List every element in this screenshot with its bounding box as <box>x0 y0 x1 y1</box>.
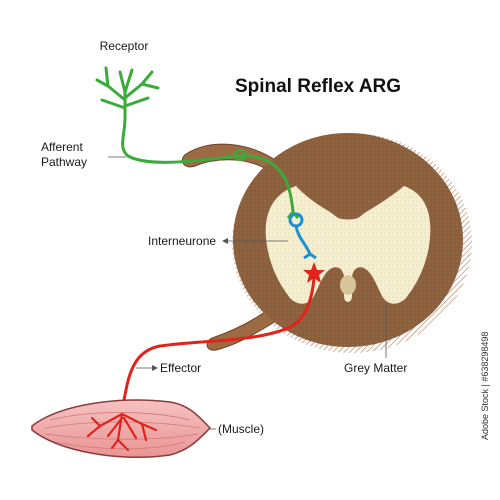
ganglion <box>233 148 247 162</box>
efferent-nerve <box>120 276 316 416</box>
motor-end-branches <box>86 412 158 452</box>
stock-watermark: Adobe Stock | #638298498 <box>480 332 490 440</box>
muscle <box>31 399 212 458</box>
receptor-endings <box>95 66 160 120</box>
interneurone-label: Interneurone <box>148 234 216 248</box>
afferent-label-line2: Pathway <box>41 155 87 169</box>
diagram-title: Spinal Reflex ARG <box>235 76 401 97</box>
receptor-label: Receptor <box>100 39 149 53</box>
afferent-label-line1: Afferent <box>41 140 83 154</box>
grey-matter-label: Grey Matter <box>344 361 407 375</box>
interneurone-axon <box>294 224 312 256</box>
effector-label: Effector <box>160 361 201 375</box>
muscle-label: (Muscle) <box>218 422 264 436</box>
motor-neuron-star-icon <box>303 262 325 283</box>
central-canal <box>340 275 356 295</box>
interneurone-synapse <box>303 252 317 260</box>
